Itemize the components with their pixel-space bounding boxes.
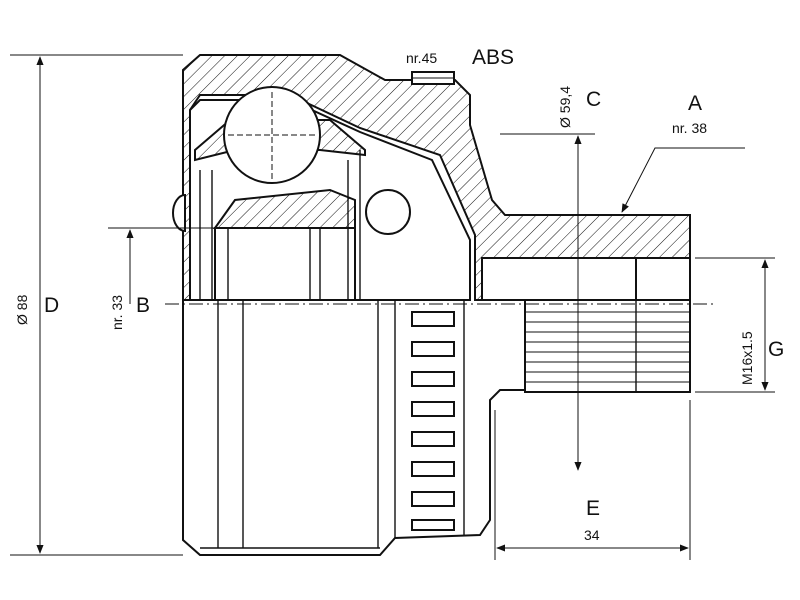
- abs-ring-teeth: [411, 311, 455, 531]
- label-abs-teeth: nr.45: [406, 50, 437, 66]
- label-g: G: [768, 338, 784, 361]
- label-thread-g: M16x1.5: [739, 331, 755, 385]
- label-c: C: [586, 88, 601, 111]
- label-d: D: [44, 294, 59, 317]
- splined-shaft: [524, 299, 691, 393]
- dimension-a-leader: [621, 147, 745, 213]
- dimension-d: [10, 54, 183, 556]
- label-b-teeth: nr. 33: [109, 295, 125, 330]
- label-b: B: [136, 294, 150, 317]
- dimension-b: [108, 227, 215, 304]
- label-diameter-c: Ø 59,4: [557, 86, 573, 128]
- dimension-c: [500, 133, 595, 471]
- dimension-g: [695, 257, 775, 393]
- outer-housing-exterior: [182, 300, 526, 556]
- ball-small: [365, 189, 411, 235]
- label-a-teeth: nr. 38: [672, 120, 707, 136]
- label-e: E: [586, 497, 600, 520]
- label-a: A: [688, 92, 702, 115]
- stub-axle-section: [481, 257, 691, 301]
- ball: [223, 86, 321, 184]
- label-length-e: 34: [584, 527, 600, 543]
- label-diameter-d: Ø 88: [14, 294, 30, 325]
- label-abs: ABS: [472, 46, 514, 69]
- dimension-e: [494, 400, 691, 560]
